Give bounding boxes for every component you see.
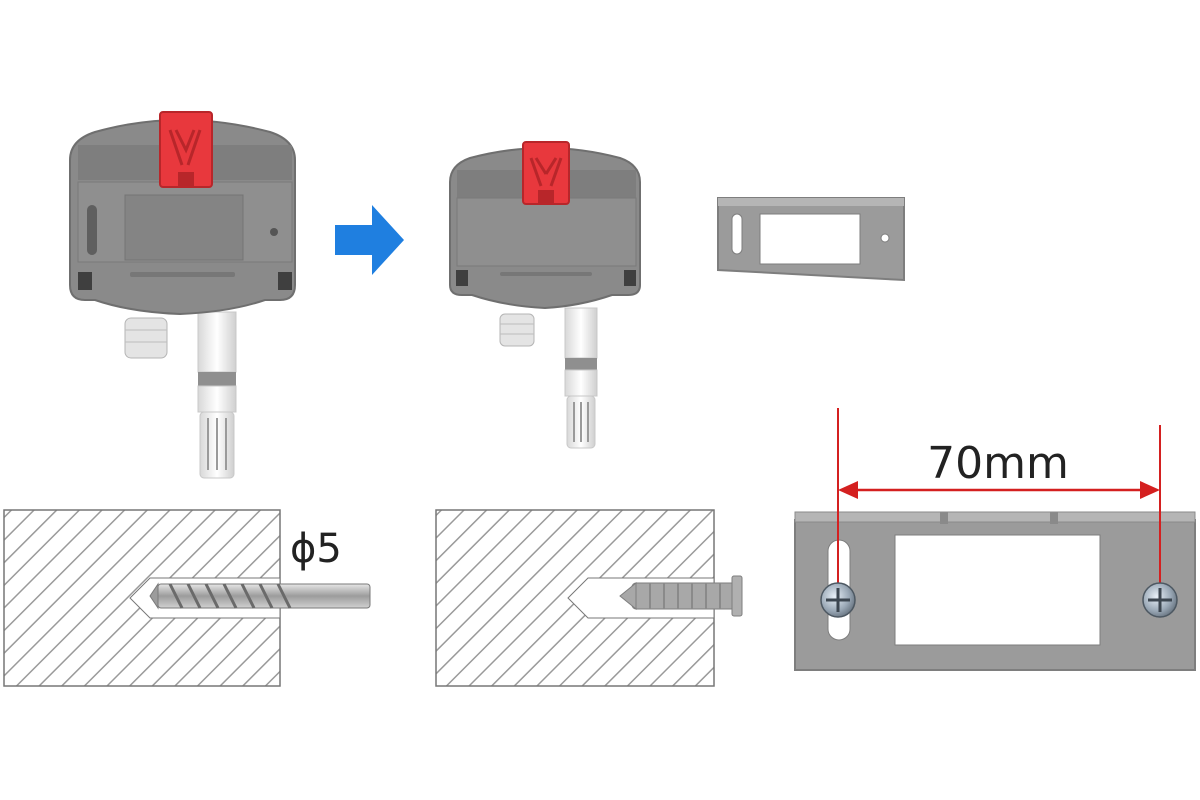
drill-bit [149, 582, 371, 610]
cable-gland [499, 313, 535, 347]
probe [564, 307, 598, 449]
drill-diameter-label: ϕ5 [290, 526, 342, 572]
dimension-indicator [837, 408, 1161, 605]
screw-head-icon [1142, 582, 1178, 618]
mounting-clip [159, 111, 213, 188]
mounting-clip [522, 141, 570, 205]
mounting-bracket-loose [717, 197, 905, 282]
sensor-device-without-bracket [449, 141, 641, 449]
mounting-bracket-installed [794, 511, 1196, 671]
wall-anchor [619, 575, 743, 617]
screw-head-icon [820, 582, 856, 618]
wall-section-drilling [3, 509, 371, 687]
hole-spacing-label: 70mm [927, 438, 1069, 489]
sensor-device-assembled [69, 111, 296, 479]
cable-gland [124, 317, 168, 359]
wall-section-anchor [435, 509, 743, 687]
probe [197, 311, 237, 479]
right-arrow-icon [335, 205, 404, 275]
